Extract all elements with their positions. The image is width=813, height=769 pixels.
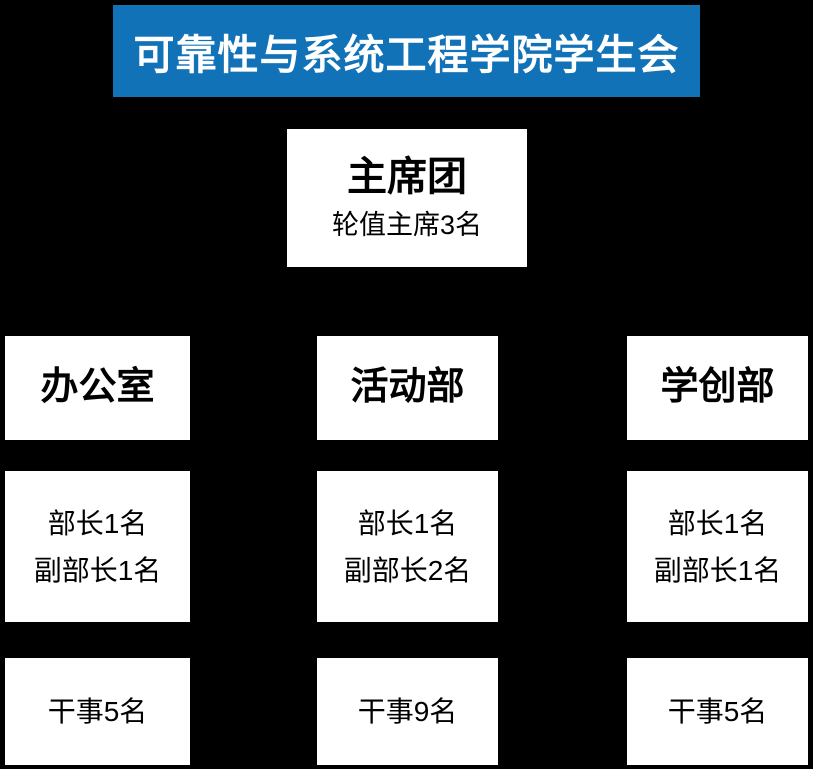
staff-count: 干事9名	[357, 695, 458, 727]
node-activities-dept-title: 活动部	[350, 366, 465, 409]
leader-count: 部长1名	[667, 507, 768, 539]
node-activities-dept: 活动部	[317, 336, 498, 440]
node-academic-innovation-dept: 学创部	[627, 336, 808, 440]
node-academic-innovation-dept-staff: 干事5名	[627, 658, 808, 765]
node-activities-dept-staff: 干事9名	[317, 658, 498, 765]
node-academic-innovation-dept-leaders: 部长1名 副部长1名	[627, 471, 808, 622]
deputy-leader-count: 副部长1名	[33, 554, 162, 586]
chart-title: 可靠性与系统工程学院学生会	[133, 32, 680, 78]
node-office: 办公室	[5, 336, 190, 440]
chart-title-banner: 可靠性与系统工程学院学生会	[113, 5, 700, 97]
node-presidium: 主席团 轮值主席3名	[287, 129, 527, 267]
leader-count: 部长1名	[357, 507, 458, 539]
staff-count: 干事5名	[47, 695, 148, 727]
node-office-leaders: 部长1名 副部长1名	[5, 471, 190, 622]
deputy-leader-count: 副部长2名	[343, 554, 472, 586]
node-academic-innovation-dept-title: 学创部	[660, 366, 775, 409]
leader-count: 部长1名	[47, 507, 148, 539]
staff-count: 干事5名	[667, 695, 768, 727]
node-presidium-subtitle: 轮值主席3名	[331, 210, 483, 241]
node-activities-dept-leaders: 部长1名 副部长2名	[317, 471, 498, 622]
node-office-title: 办公室	[40, 366, 155, 409]
node-presidium-title: 主席团	[347, 155, 467, 200]
node-office-staff: 干事5名	[5, 658, 190, 765]
deputy-leader-count: 副部长1名	[653, 554, 782, 586]
